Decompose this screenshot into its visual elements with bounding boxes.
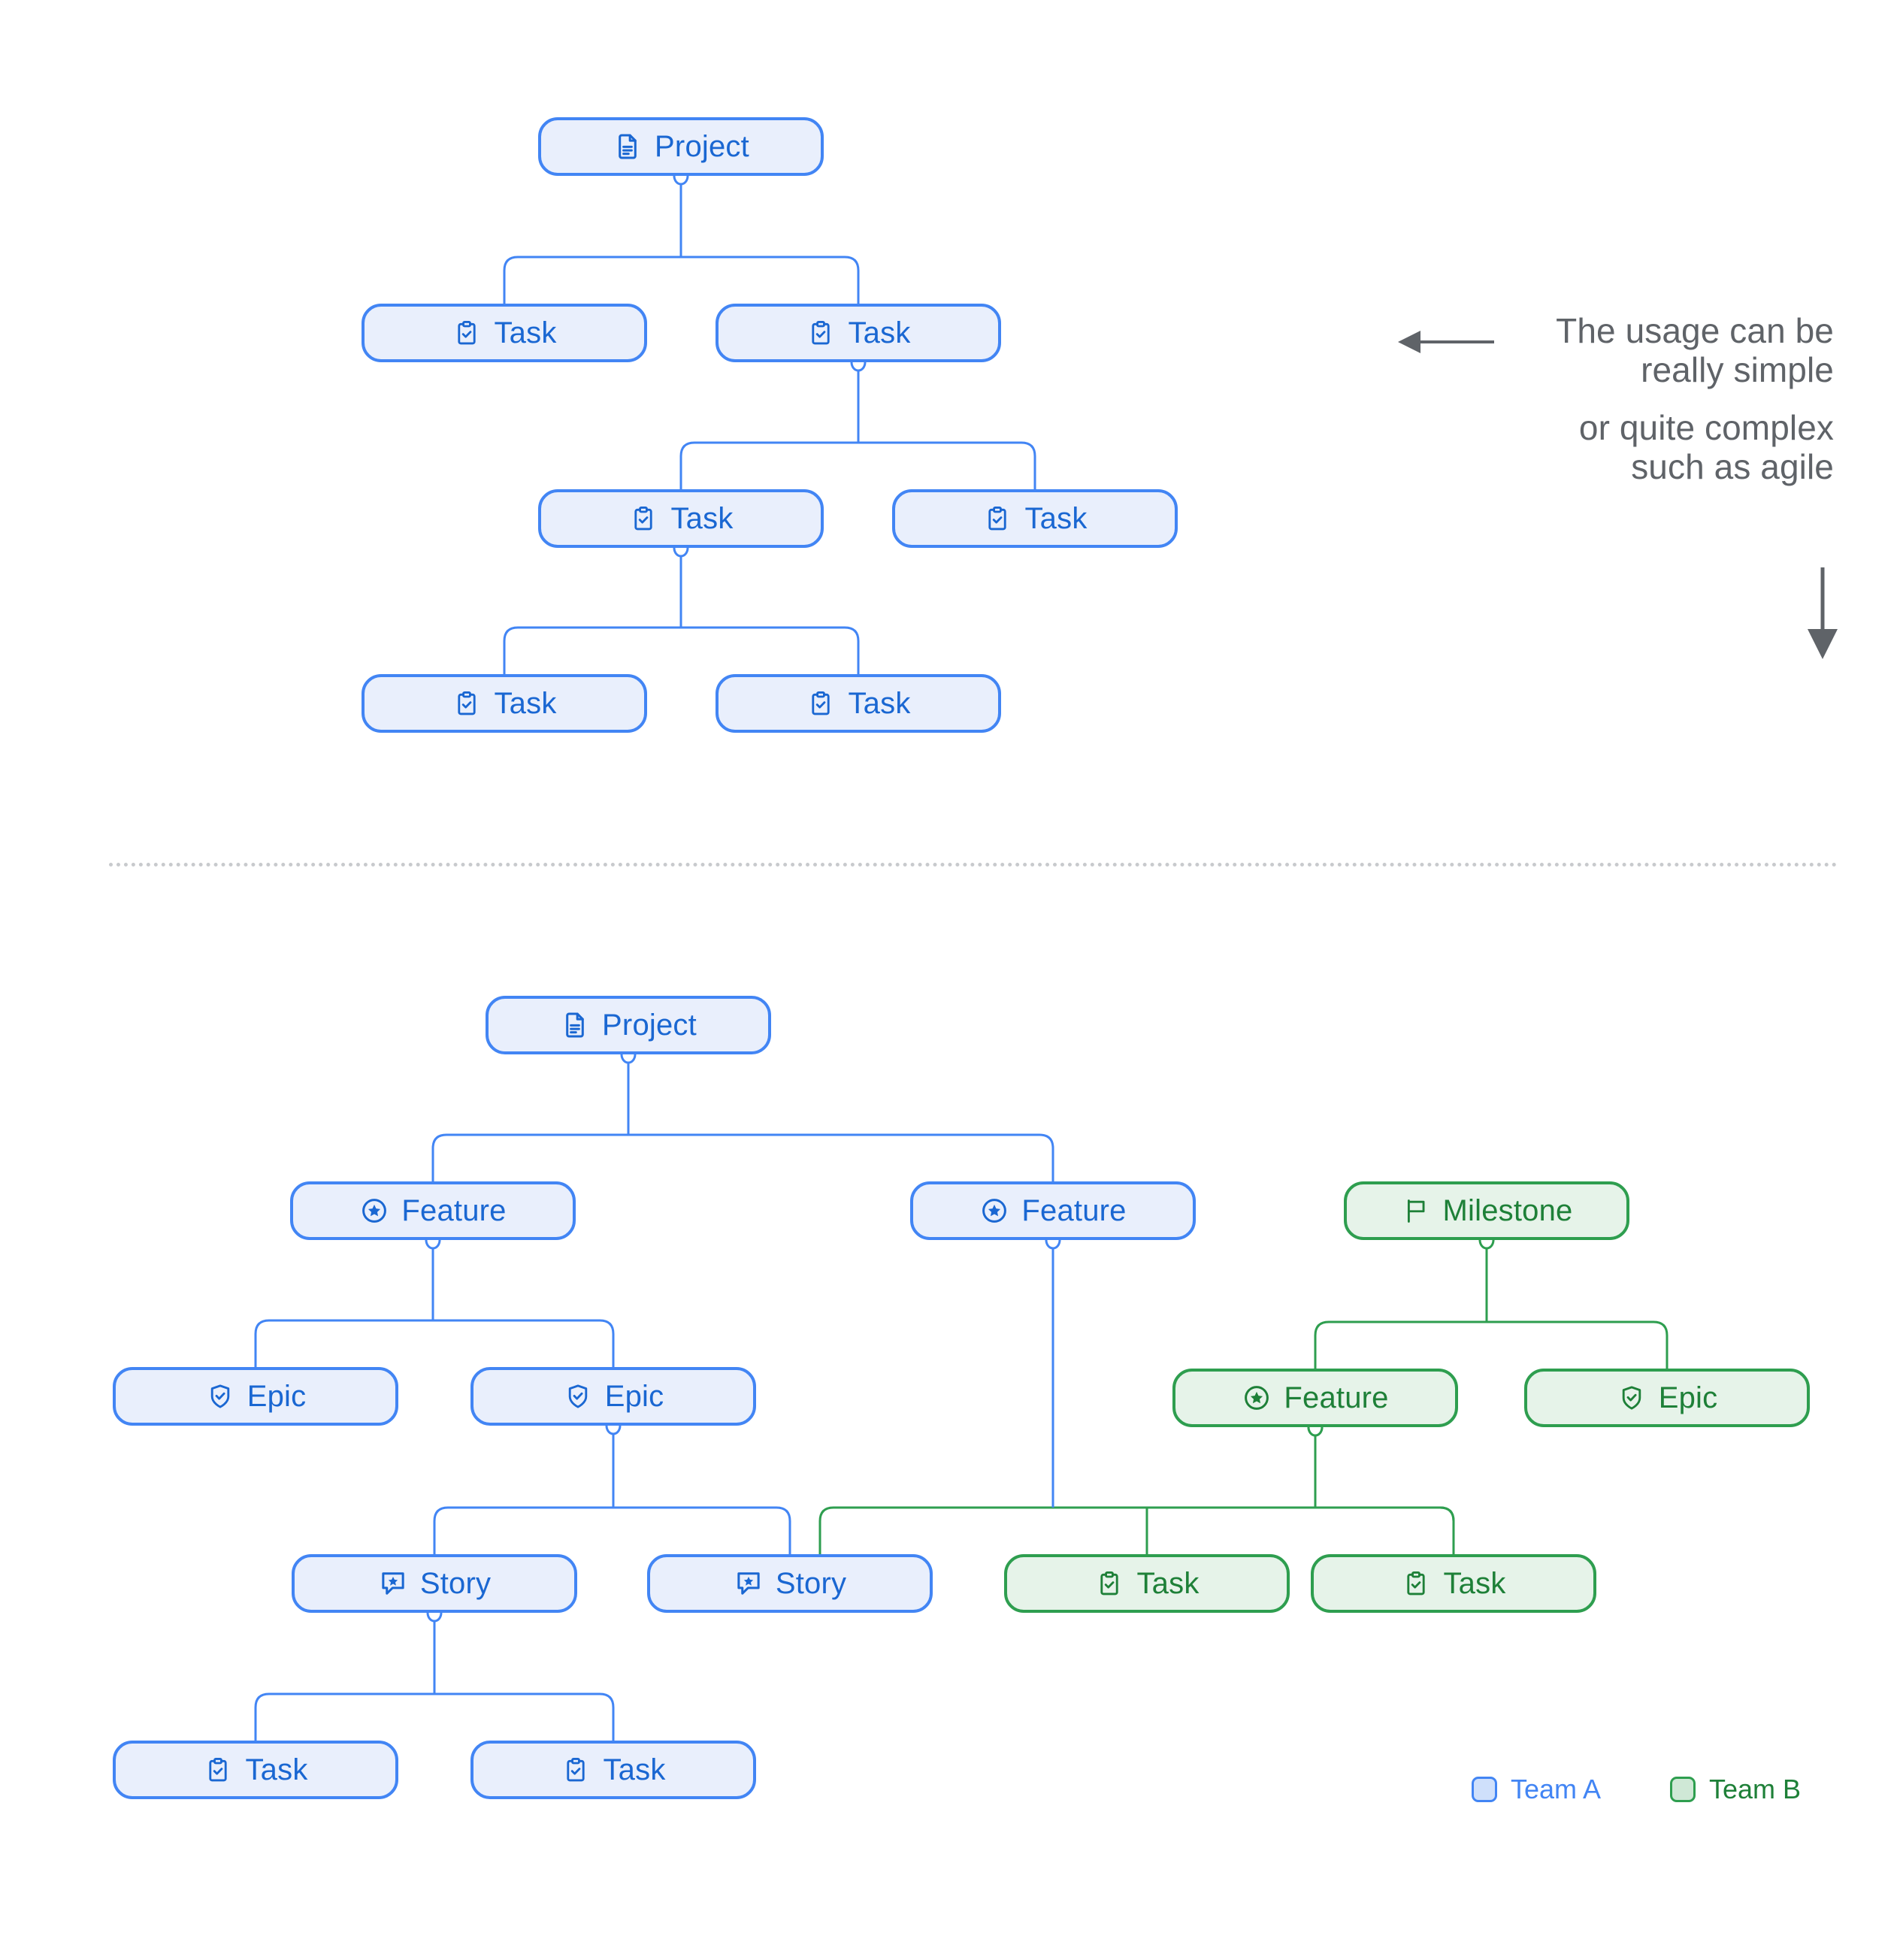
node-label: Task (603, 1753, 666, 1786)
clipboard-check-icon (452, 688, 482, 718)
node-task[interactable]: Task (470, 1741, 756, 1799)
legend-label: Team A (1511, 1774, 1602, 1804)
legend-swatch (1670, 1777, 1696, 1802)
document-icon (613, 132, 643, 162)
clipboard-check-icon (1401, 1568, 1431, 1599)
node-project[interactable]: Project (486, 996, 771, 1054)
usage-note-line-1: The usage can be (1556, 311, 1834, 350)
node-task[interactable]: Task (113, 1741, 398, 1799)
usage-note-line-3: or quite complex (1578, 408, 1834, 448)
node-label: Task (1136, 1566, 1200, 1600)
node-label: Task (1024, 501, 1088, 535)
usage-note-line-2: really simple (1641, 349, 1834, 389)
node-task[interactable]: Task (362, 304, 647, 362)
clipboard-check-icon (628, 504, 658, 534)
node-label: Epic (604, 1379, 664, 1413)
node-task[interactable]: Task (362, 674, 647, 733)
node-label: Story (419, 1566, 492, 1600)
clipboard-check-icon (452, 318, 482, 348)
chat-star-icon (378, 1568, 408, 1599)
clipboard-check-icon (1094, 1568, 1124, 1599)
node-label: Task (1443, 1566, 1506, 1600)
legend-item-team-b[interactable]: Team B (1670, 1774, 1801, 1805)
document-icon (560, 1010, 590, 1040)
node-task[interactable]: Task (716, 674, 1001, 733)
node-epic[interactable]: Epic (1524, 1369, 1810, 1427)
node-label: Task (670, 501, 734, 535)
shield-check-icon (563, 1381, 593, 1411)
arrow-down-icon (1808, 567, 1838, 659)
node-label: Project (602, 1008, 697, 1042)
node-label: Epic (1658, 1381, 1718, 1414)
legend-swatch (1472, 1777, 1497, 1802)
legend-label: Team B (1709, 1774, 1802, 1804)
section-divider (109, 863, 1838, 867)
node-project[interactable]: Project (538, 117, 824, 176)
chat-star-icon (734, 1568, 764, 1599)
shield-check-icon (1617, 1383, 1647, 1413)
clipboard-check-icon (561, 1755, 591, 1785)
node-label: Feature (1021, 1193, 1127, 1227)
node-label: Feature (401, 1193, 507, 1227)
node-label: Task (848, 686, 911, 720)
node-task[interactable]: Task (1311, 1554, 1596, 1613)
node-label: Feature (1284, 1381, 1389, 1414)
star-circle-icon (1242, 1383, 1272, 1413)
node-milestone[interactable]: Milestone (1344, 1181, 1629, 1240)
node-story[interactable]: Story (647, 1554, 933, 1613)
node-epic[interactable]: Epic (113, 1367, 398, 1426)
node-label: Task (848, 316, 911, 349)
node-feature[interactable]: Feature (1172, 1369, 1458, 1427)
flag-icon (1401, 1196, 1431, 1226)
star-circle-icon (979, 1196, 1009, 1226)
node-task[interactable]: Task (716, 304, 1001, 362)
node-label: Milestone (1442, 1193, 1573, 1227)
usage-note-line-4: such as agile (1631, 446, 1834, 486)
node-task[interactable]: Task (538, 489, 824, 548)
clipboard-check-icon (806, 688, 836, 718)
node-label: Task (494, 686, 557, 720)
node-label: Project (655, 129, 749, 163)
node-label: Task (494, 316, 557, 349)
clipboard-check-icon (203, 1755, 233, 1785)
node-label: Task (245, 1753, 308, 1786)
node-task[interactable]: Task (1004, 1554, 1290, 1613)
clipboard-check-icon (982, 504, 1012, 534)
arrow-left-icon (1398, 331, 1494, 353)
node-feature[interactable]: Feature (910, 1181, 1196, 1240)
clipboard-check-icon (806, 318, 836, 348)
node-story[interactable]: Story (292, 1554, 577, 1613)
node-feature[interactable]: Feature (290, 1181, 576, 1240)
node-epic[interactable]: Epic (470, 1367, 756, 1426)
shield-check-icon (205, 1381, 235, 1411)
star-circle-icon (359, 1196, 389, 1226)
node-task[interactable]: Task (892, 489, 1178, 548)
legend-item-team-a[interactable]: Team A (1472, 1774, 1601, 1805)
usage-note: The usage can be really simple or quite … (1496, 311, 1834, 486)
node-label: Story (775, 1566, 847, 1600)
node-label: Epic (247, 1379, 307, 1413)
